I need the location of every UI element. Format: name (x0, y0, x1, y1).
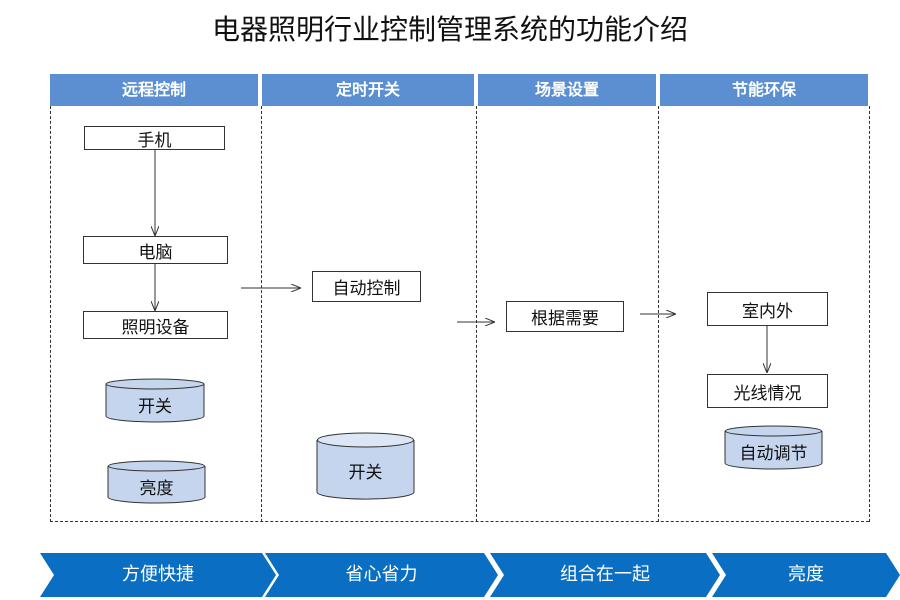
footer-label-combined: 组合在一起 (560, 564, 650, 585)
page-title: 电器照明行业控制管理系统的功能介绍 (211, 13, 688, 46)
divider (476, 106, 477, 522)
box-lighting-device: 照明设备 (83, 311, 228, 339)
footer-label-effortless: 省心省力 (345, 564, 418, 585)
box-auto-control: 自动控制 (312, 271, 421, 302)
column-header-timer-switch: 定时开关 (262, 74, 474, 106)
box-light-condition: 光线情况 (707, 374, 828, 408)
box-computer: 电脑 (83, 236, 228, 264)
divider (50, 106, 51, 522)
column-header-energy-saving: 节能环保 (660, 74, 868, 106)
divider (50, 521, 869, 522)
chevron-1 (40, 553, 276, 597)
chevron-4 (712, 553, 900, 597)
column-header-scene-setting: 场景设置 (478, 74, 656, 106)
footer-label-convenient: 方便快捷 (122, 564, 194, 585)
column-header-remote-control: 远程控制 (50, 74, 258, 106)
cylinder-brightness: 亮度 (107, 460, 206, 504)
cylinder-switch-timer: 开关 (316, 432, 415, 500)
cylinder-auto-adjust: 自动调节 (724, 425, 823, 470)
footer-label-brightness: 亮度 (788, 564, 824, 585)
cylinder-switch: 开关 (105, 378, 205, 423)
chevron-3 (490, 553, 720, 597)
divider (261, 106, 262, 522)
box-phone: 手机 (84, 126, 225, 151)
box-as-needed: 根据需要 (506, 301, 624, 332)
chevron-2 (265, 553, 498, 597)
box-indoor-outdoor: 室内外 (707, 292, 828, 326)
divider (869, 106, 870, 522)
